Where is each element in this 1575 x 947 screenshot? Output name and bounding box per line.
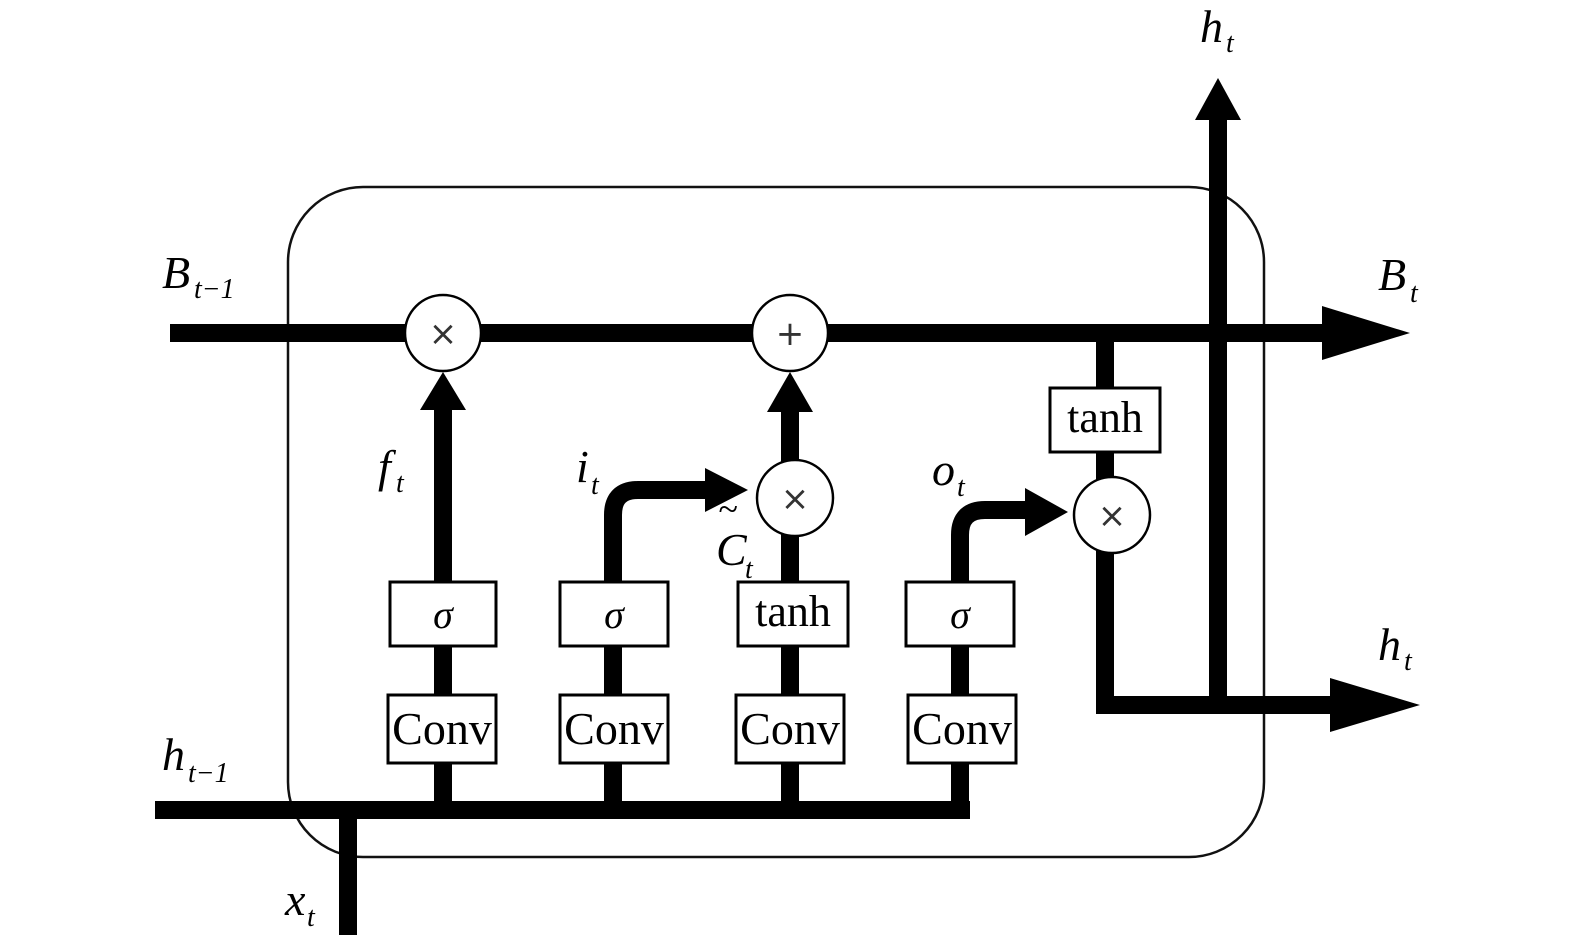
cell-state-arrowhead — [1322, 306, 1410, 360]
label-h-prev: h t−1 — [162, 729, 229, 789]
label-o-gate: o t — [932, 444, 966, 503]
forget-sigma-box: σ — [388, 580, 498, 648]
hidden-output-arrowhead — [1330, 678, 1420, 732]
output-conv-box: Conv — [906, 693, 1018, 765]
svg-text:x: x — [284, 874, 306, 925]
svg-text:i: i — [576, 441, 589, 492]
input-sigma-box: σ — [558, 580, 670, 648]
conv-label: Conv — [564, 703, 664, 754]
cell-tanh-box: tanh — [1048, 386, 1162, 454]
multiply-symbol: × — [429, 314, 458, 354]
svg-text:t: t — [1410, 278, 1419, 309]
output-multiply-op: × — [1072, 475, 1152, 555]
svg-text:h: h — [1200, 1, 1223, 52]
sigma-label: σ — [433, 592, 454, 637]
svg-text:t: t — [307, 902, 316, 933]
label-h-top: h t — [1200, 1, 1235, 59]
input-arrowhead — [705, 468, 748, 512]
multiply-symbol: × — [781, 479, 810, 519]
svg-text:t−1: t−1 — [194, 274, 235, 305]
label-b-out: B t — [1378, 249, 1419, 309]
conv-label: Conv — [392, 703, 492, 754]
svg-text:B: B — [162, 247, 190, 298]
svg-text:h: h — [162, 729, 185, 780]
output-path — [951, 501, 1030, 810]
output-arrowhead — [1025, 488, 1068, 536]
input-multiply-op: × — [755, 458, 835, 538]
forget-conv-box: Conv — [386, 693, 498, 765]
svg-text:t−1: t−1 — [188, 758, 229, 789]
svg-text:t: t — [591, 470, 600, 501]
add-symbol: + — [776, 314, 805, 354]
sigma-label: σ — [604, 592, 625, 637]
output-sigma-box: σ — [904, 580, 1016, 648]
candidate-tanh-box: tanh — [736, 580, 850, 648]
add-op: + — [750, 293, 830, 373]
input-path — [604, 481, 710, 810]
input-conv-box: Conv — [558, 693, 670, 765]
label-i-gate: i t — [576, 441, 600, 501]
sigma-label: σ — [950, 592, 971, 637]
svg-text:h: h — [1378, 619, 1401, 670]
tanh-label: tanh — [755, 587, 831, 636]
candidate-arrowhead — [767, 372, 813, 412]
multiply-symbol: × — [1098, 496, 1127, 536]
svg-text:f: f — [378, 441, 397, 492]
svg-text:t: t — [1404, 646, 1413, 677]
svg-text:t: t — [957, 472, 966, 503]
hidden-up-arrowhead — [1195, 78, 1241, 120]
svg-text:C: C — [716, 524, 748, 575]
svg-text:~: ~ — [718, 489, 737, 529]
svg-text:B: B — [1378, 249, 1406, 300]
svg-text:t: t — [1226, 28, 1235, 59]
forget-multiply-op: × — [403, 293, 483, 373]
conv-label: Conv — [912, 703, 1012, 754]
svg-text:t: t — [745, 554, 754, 585]
label-b-prev: B t−1 — [162, 247, 235, 305]
label-h-right: h t — [1378, 619, 1413, 677]
tanh-label: tanh — [1067, 393, 1143, 442]
svg-text:o: o — [932, 444, 955, 495]
cell-boundary — [286, 185, 1266, 859]
forget-arrowhead — [420, 372, 466, 410]
conv-label: Conv — [740, 703, 840, 754]
label-c-tilde: ~ C t — [716, 489, 754, 585]
label-f-gate: f t — [378, 441, 405, 499]
svg-text:t: t — [396, 468, 405, 499]
label-x-in: x t — [284, 874, 316, 933]
candidate-conv-box: Conv — [734, 693, 846, 765]
